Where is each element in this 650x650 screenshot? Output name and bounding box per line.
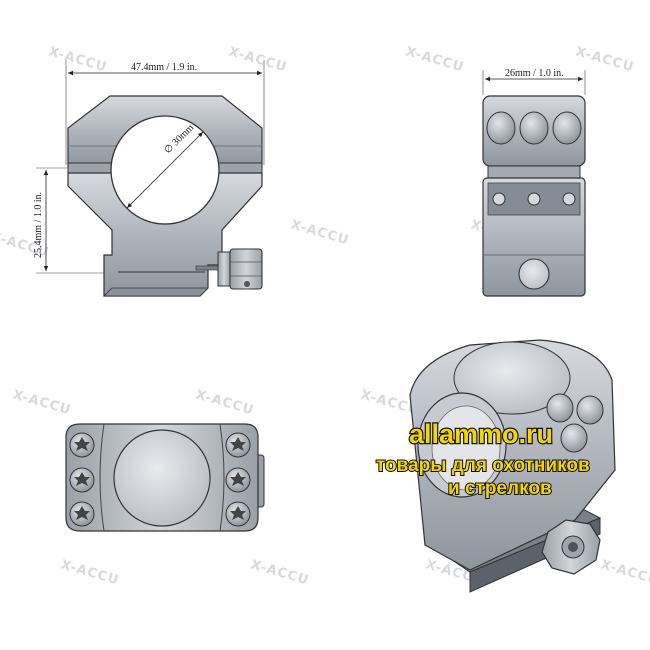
watermark: X-ACCU [194,387,256,418]
cross-bolt-nut-3d [541,519,601,575]
cap-screws [486,111,582,145]
promo-line2: и стрелков [448,478,552,499]
top-view [65,423,265,532]
promo-overlay: allammo.ru товары для охотников и стрелк… [375,418,591,500]
width-dimension-label: 47.4mm / 1.9 in. [131,62,197,73]
watermark: X-ACCU [249,557,311,588]
promo-line1: товары для охотников [376,455,590,476]
recoil-lug [518,258,550,290]
perspective-view [409,339,616,593]
watermark: X-ACCU [47,44,109,75]
watermark: X-ACCU [59,557,121,588]
watermark: X-ACCU [227,44,289,75]
base-holes [492,192,576,206]
cross-bolt-nut [217,248,263,290]
torx-screws [69,432,251,527]
watermark: X-ACCU [11,387,73,418]
promo-site: allammo.ru [409,419,553,449]
watermark: X-ACCU [289,217,351,248]
watermark: X-ACCU [404,44,466,75]
front-view: 47.4mm / 1.9 in. 25.4mm / 1.0 in. ∅ 30mm [33,60,265,297]
watermark: X-ACCU [574,44,636,75]
watermark: X-ACCU [599,557,650,588]
top-center-disc [113,429,211,527]
side-view: 26mm / 1.0 in. [482,68,586,297]
height-dimension-label: 25.4mm / 1.0 in. [33,192,44,258]
diameter-dimension-line [126,131,204,209]
depth-dimension-label: 26mm / 1.0 in. [505,68,564,79]
